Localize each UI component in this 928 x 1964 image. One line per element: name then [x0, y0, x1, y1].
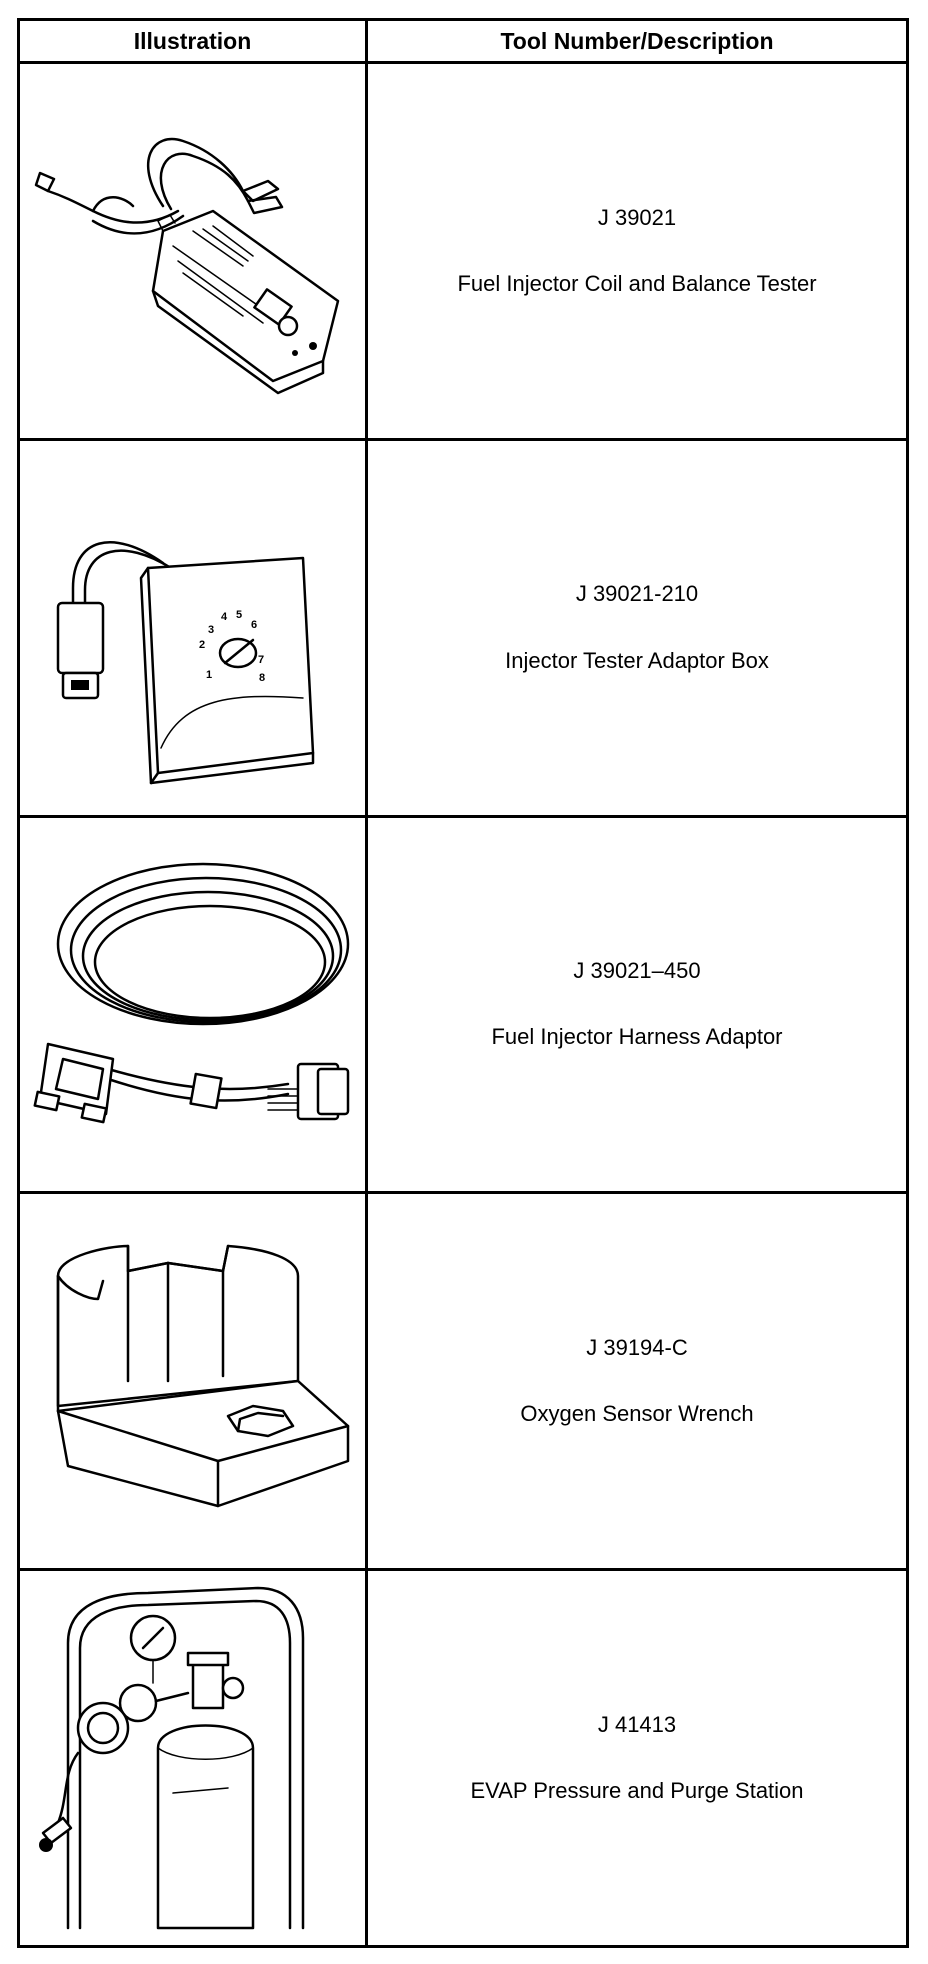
svg-text:2: 2 — [199, 639, 205, 651]
description-cell: J 39194-C Oxygen Sensor Wrench — [365, 1191, 909, 1572]
illustration-cell — [17, 814, 368, 1195]
tool-name: Fuel Injector Harness Adaptor — [491, 1024, 783, 1050]
tool-number: J 39194-C — [586, 1334, 688, 1360]
tool-number: J 41413 — [597, 1711, 677, 1737]
table-row: 3 4 5 2 7 1 8 6 J 39021-210 Injector Tes… — [17, 437, 909, 818]
fuel-injector-tester-illustration — [34, 137, 339, 395]
tool-header: Tool Number/Description — [365, 18, 909, 64]
description-cell: J 41413 EVAP Pressure and Purge Station — [365, 1568, 909, 1948]
tool-number: J 39021–450 — [573, 958, 701, 984]
illustration-cell — [17, 1191, 368, 1572]
svg-text:5: 5 — [236, 609, 242, 621]
oxygen-sensor-wrench-illustration — [56, 1245, 349, 1508]
svg-text:6: 6 — [251, 619, 257, 631]
table-row: J 39021–450 Fuel Injector Harness Adapto… — [17, 814, 909, 1195]
svg-text:3: 3 — [208, 624, 214, 636]
svg-text:4: 4 — [221, 611, 228, 623]
svg-text:1: 1 — [206, 669, 212, 681]
description-cell: J 39021-210 Injector Tester Adaptor Box — [365, 437, 909, 818]
tool-name: Injector Tester Adaptor Box — [505, 647, 769, 673]
evap-station-illustration — [38, 1586, 304, 1930]
tool-name: Oxygen Sensor Wrench — [520, 1401, 754, 1427]
illustration-cell — [17, 61, 368, 441]
table-row: J 41413 EVAP Pressure and Purge Station — [17, 1568, 909, 1948]
illustration-header: Illustration — [17, 18, 368, 64]
description-cell: J 39021–450 Fuel Injector Harness Adapto… — [365, 814, 909, 1195]
tool-table: Illustration Tool Number/Description — [17, 18, 909, 1948]
illustration-cell: 3 4 5 2 7 1 8 6 — [17, 437, 368, 818]
tool-name: Fuel Injector Coil and Balance Tester — [457, 270, 817, 296]
header-row: Illustration Tool Number/Description — [17, 18, 909, 64]
description-cell: J 39021 Fuel Injector Coil and Balance T… — [365, 61, 909, 441]
svg-text:8: 8 — [259, 672, 265, 684]
harness-adaptor-illustration — [33, 863, 349, 1124]
svg-text:7: 7 — [258, 654, 264, 666]
tool-name: EVAP Pressure and Purge Station — [470, 1778, 804, 1804]
adaptor-box-illustration: 3 4 5 2 7 1 8 6 — [56, 540, 314, 784]
illustration-cell — [17, 1568, 368, 1948]
tool-number: J 39021 — [597, 204, 677, 230]
table-row: J 39194-C Oxygen Sensor Wrench — [17, 1191, 909, 1572]
table-row: J 39021 Fuel Injector Coil and Balance T… — [17, 61, 909, 441]
tool-number: J 39021-210 — [575, 581, 699, 607]
